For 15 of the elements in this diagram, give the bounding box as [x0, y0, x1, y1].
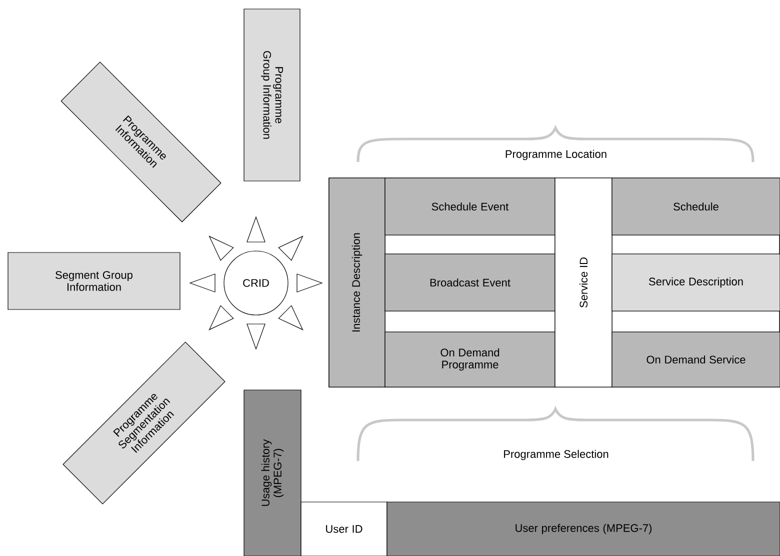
cell-box: Service Description [612, 254, 780, 312]
info-box: Programme Group Information [244, 8, 300, 182]
cell-box: On Demand Service [612, 332, 780, 388]
info-box: Segment Group Information [8, 252, 180, 310]
brace-label: Programme Selection [504, 450, 608, 460]
cell-box: Schedule [612, 178, 780, 236]
column-box: Service ID [554, 178, 612, 388]
cell-box: User ID [300, 502, 388, 556]
brace-label: Programme Location [506, 150, 606, 160]
cell-box: Broadcast Event [384, 254, 556, 312]
column-box: Instance Description [328, 178, 386, 388]
history-box: Usage history (MPEG-7) [244, 390, 302, 556]
preferences-box: User preferences (MPEG-7) [386, 502, 780, 556]
cell-box: On Demand Programme [384, 332, 556, 388]
cell-box: Schedule Event [384, 178, 556, 236]
